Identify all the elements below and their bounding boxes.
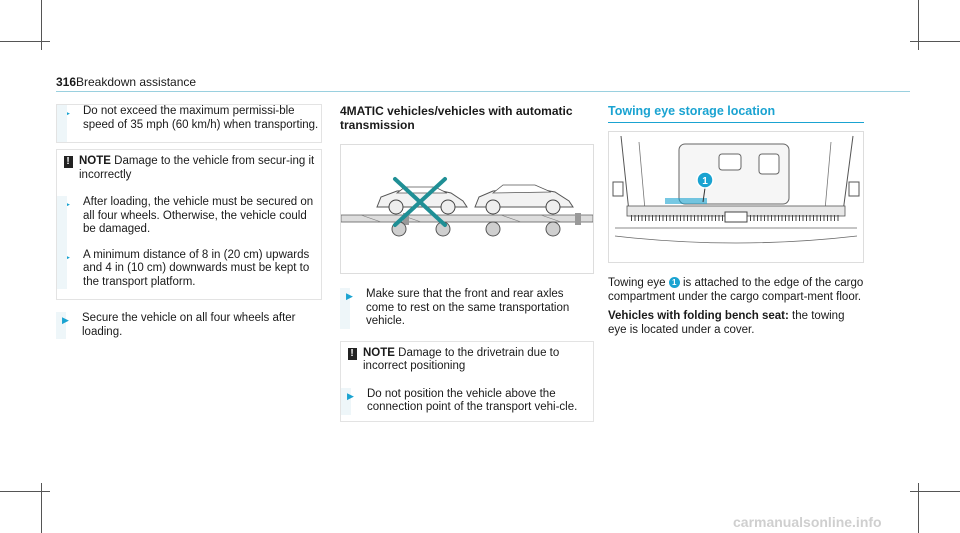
note-text: Damage to the drivetrain due to incorrec… — [363, 346, 560, 373]
para-text: is attached to the edge of the cargo com… — [608, 277, 864, 303]
crop-mark — [41, 0, 42, 50]
box-strip — [56, 312, 66, 339]
note-header: ! NOTE Damage to the vehicle from secur-… — [57, 155, 321, 182]
callout-badge: 1 — [668, 277, 680, 288]
arrow-icon: ▶ — [347, 390, 354, 401]
column-right: Towing eye storage location 1 Towing eye… — [608, 104, 864, 337]
column-left: ▶ Do not exceed the maximum permissi-ble… — [56, 104, 322, 339]
step-item: ▶ Secure the vehicle on all four wheels … — [56, 312, 322, 339]
section-title: Breakdown assistance — [76, 75, 197, 89]
crop-mark — [0, 491, 50, 492]
step-item: ▶ Do not exceed the maximum permissi-ble… — [57, 105, 321, 132]
step-item: ▶ Make sure that the front and rear axle… — [340, 288, 594, 329]
crop-mark — [41, 483, 42, 533]
para-text: the towing eye is located under a cover. — [608, 310, 845, 336]
note-label: NOTE — [363, 346, 395, 359]
para-text: Towing eye — [608, 277, 666, 289]
crop-mark — [918, 0, 919, 50]
step-text: Do not position the vehicle above the co… — [367, 387, 578, 414]
note-box: ! NOTE Damage to the vehicle from secur-… — [56, 149, 322, 300]
step-text: After loading, the vehicle must be secur… — [83, 196, 314, 235]
step-item: ▶ A minimum distance of 8 in (20 cm) upw… — [57, 249, 321, 290]
crop-mark — [910, 41, 960, 42]
crop-mark — [0, 41, 50, 42]
car-transporter-illustration — [340, 145, 594, 273]
section-heading: Towing eye storage location — [608, 104, 776, 118]
box-strip — [341, 387, 351, 415]
note-label: NOTE — [79, 155, 111, 167]
instruction-box: ▶ Do not exceed the maximum permissi-ble… — [56, 104, 322, 143]
page-number: 316 — [56, 75, 77, 89]
crop-mark — [910, 491, 960, 492]
transport-figure — [340, 144, 594, 274]
cargo-figure: 1 — [608, 131, 864, 263]
description-paragraph: Towing eye 1 is attached to the edge of … — [608, 277, 864, 304]
step-text: Do not exceed the maximum permissi-ble s… — [83, 105, 319, 131]
heading-underline — [608, 122, 864, 123]
step-item: ▶ After loading, the vehicle must be sec… — [57, 196, 321, 237]
para-bold: Vehicles with folding bench seat: — [608, 310, 789, 322]
arrow-icon: ▶ — [346, 291, 353, 301]
note-header: ! NOTE Damage to the drivetrain due to i… — [341, 347, 593, 374]
column-middle: 4MATIC vehicles/vehicles with automatic … — [340, 104, 594, 422]
section-heading: 4MATIC vehicles/vehicles with automatic … — [340, 104, 573, 132]
step-text: Secure the vehicle on all four wheels af… — [82, 312, 296, 338]
box-strip — [57, 196, 67, 289]
step-text: A minimum distance of 8 in (20 cm) upwar… — [83, 248, 310, 288]
arrow-icon: ▶ — [62, 315, 69, 325]
crop-mark — [918, 483, 919, 533]
description-paragraph: Vehicles with folding bench seat: the to… — [608, 310, 864, 337]
warning-icon: ! — [57, 155, 79, 182]
step-item: ▶ Do not position the vehicle above the … — [341, 388, 593, 415]
callout-number: 1 — [702, 176, 708, 187]
cargo-compartment-illustration: 1 — [609, 132, 863, 262]
box-strip — [57, 105, 67, 142]
note-box: ! NOTE Damage to the drivetrain due to i… — [340, 340, 594, 422]
box-strip — [340, 288, 350, 329]
step-text: Make sure that the front and rear axles … — [366, 288, 570, 327]
warning-icon: ! — [341, 347, 363, 374]
watermark: carmanualsonline.info — [733, 514, 882, 530]
note-text: Damage to the vehicle from secur-ing it … — [79, 155, 315, 181]
header-divider — [56, 91, 910, 92]
